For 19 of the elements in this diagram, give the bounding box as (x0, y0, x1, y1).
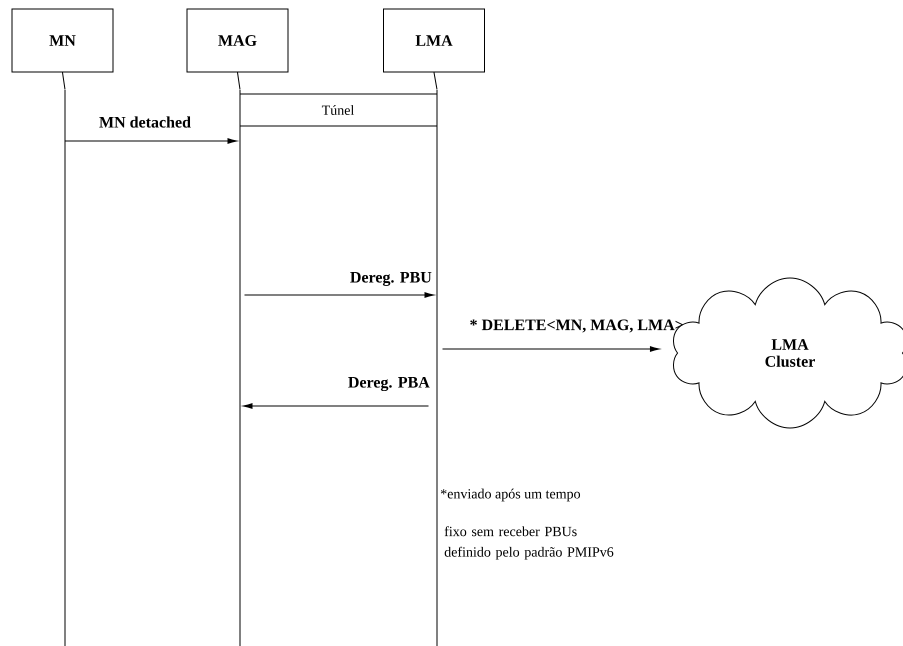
lifeline (436, 90, 438, 646)
footnote-text: fixo sem receber PBUs definido pelo padrão PMIPv6 (444, 526, 614, 560)
message-label: * DELETE<MN, MAG, LMA> (470, 319, 683, 333)
arrow (65, 138, 237, 144)
connector (62, 72, 66, 90)
connector (237, 72, 240, 90)
connector (434, 72, 438, 90)
arrow (442, 346, 660, 352)
message-label: Dereg. PBU (350, 272, 432, 286)
arrow (243, 403, 429, 409)
message-label: Túnel (322, 105, 354, 115)
participant-box: MN (12, 8, 114, 72)
arrow (244, 292, 434, 298)
footnote-text: *enviado após um tempo (440, 488, 580, 502)
message-label: Dereg. PBA (348, 376, 430, 392)
lifeline (64, 90, 66, 646)
participant-box: LMA (383, 8, 485, 72)
message-label: MN detached (99, 116, 191, 128)
participant-box: MAG (186, 8, 288, 72)
